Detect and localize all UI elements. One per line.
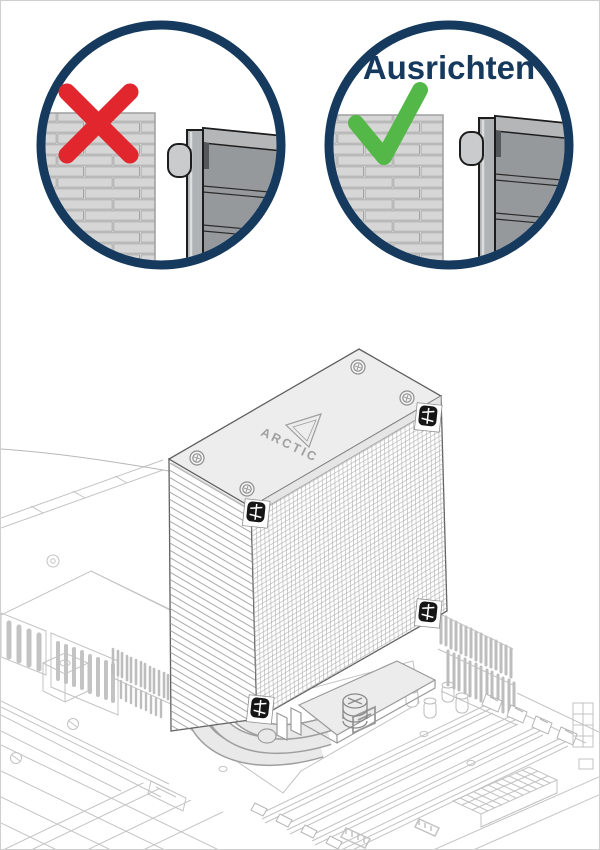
- fan-cable: [1, 448, 170, 472]
- board-edge: [434, 776, 599, 849]
- top-plate-screws: [189, 359, 415, 497]
- standoff-screws: [10, 718, 79, 764]
- fan-headers: [339, 702, 594, 849]
- panel-screw-hole: [46, 554, 60, 568]
- expansion-slot: [1, 700, 187, 812]
- cpu-cooler: ARCTIC: [167, 348, 448, 732]
- dimm-latches: [250, 693, 578, 849]
- io-shield: [1, 612, 119, 716]
- panel-notches: [30, 475, 128, 514]
- ram-slots: [250, 693, 578, 849]
- align-label: Ausrichten: [363, 49, 535, 86]
- atx-24pin-connector: [451, 766, 559, 828]
- fan-peg-bottom-right: [413, 597, 443, 629]
- fan-mesh-face: [250, 394, 448, 721]
- heatpipe-end-cap: [257, 728, 277, 744]
- fan-peg-top-left: [241, 497, 271, 529]
- check-mark-icon: [348, 82, 428, 165]
- cooler-base-bracket: [276, 660, 437, 745]
- correct-circle-content: [333, 114, 565, 261]
- vrm-heatsink-fins: [437, 612, 599, 744]
- fan-peg-bottom-left: [245, 693, 275, 725]
- mounting-screw: [342, 693, 368, 729]
- correct-alignment-circle: Ausrichten: [324, 20, 574, 270]
- heatsink-fins-face: [168, 457, 258, 732]
- rear-panel-edge: [1, 459, 164, 529]
- chipset-heatsink-fins: [110, 647, 172, 719]
- x-mark-icon: [58, 83, 139, 164]
- wrong-alignment-circle: [36, 20, 286, 270]
- correct-circle-border: [324, 20, 574, 270]
- wrong-circle-border: [36, 20, 286, 270]
- fan-peg-top-right: [413, 401, 443, 433]
